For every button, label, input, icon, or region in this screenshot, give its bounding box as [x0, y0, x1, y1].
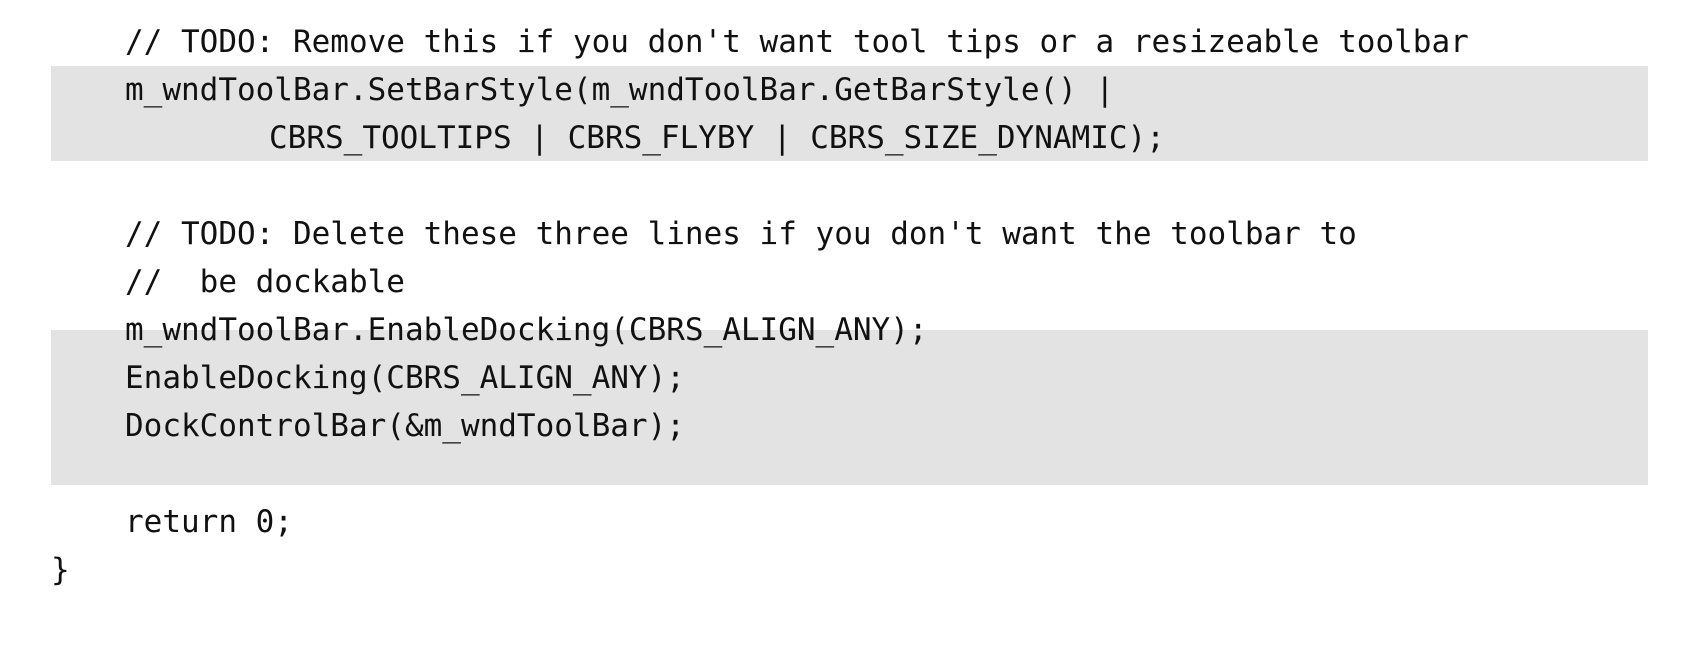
code-line: // be dockable [0, 258, 1693, 306]
code-line-text: EnableDocking(CBRS_ALIGN_ANY); [125, 360, 685, 396]
code-line-text: // TODO: Delete these three lines if you… [125, 216, 1357, 252]
code-line: // TODO: Delete these three lines if you… [0, 210, 1693, 258]
code-line-text: // TODO: Remove this if you don't want t… [125, 24, 1469, 60]
code-line-text: m_wndToolBar.SetBarStyle(m_wndToolBar.Ge… [125, 72, 1115, 108]
code-highlight-band [51, 330, 1648, 485]
code-line: DockControlBar(&m_wndToolBar); [0, 402, 1693, 450]
code-line: m_wndToolBar.SetBarStyle(m_wndToolBar.Ge… [0, 66, 1693, 114]
code-line: CBRS_TOOLTIPS | CBRS_FLYBY | CBRS_SIZE_D… [0, 114, 1693, 162]
code-line-text: } [51, 552, 70, 588]
code-line-text: CBRS_TOOLTIPS | CBRS_FLYBY | CBRS_SIZE_D… [269, 120, 1165, 156]
code-line: } [0, 546, 1693, 594]
code-highlight-band [51, 66, 1648, 161]
code-line-text: DockControlBar(&m_wndToolBar); [125, 408, 685, 444]
code-line: EnableDocking(CBRS_ALIGN_ANY); [0, 354, 1693, 402]
code-line-text: return 0; [125, 504, 293, 540]
code-line: return 0; [0, 498, 1693, 546]
code-line-text: m_wndToolBar.EnableDocking(CBRS_ALIGN_AN… [125, 312, 928, 348]
code-line: m_wndToolBar.EnableDocking(CBRS_ALIGN_AN… [0, 306, 1693, 354]
code-line-blank [0, 450, 1693, 498]
code-line-blank [0, 162, 1693, 210]
code-line-text: // be dockable [125, 264, 405, 300]
code-line: // TODO: Remove this if you don't want t… [0, 18, 1693, 66]
code-line-group: // TODO: Remove this if you don't want t… [0, 18, 1693, 594]
